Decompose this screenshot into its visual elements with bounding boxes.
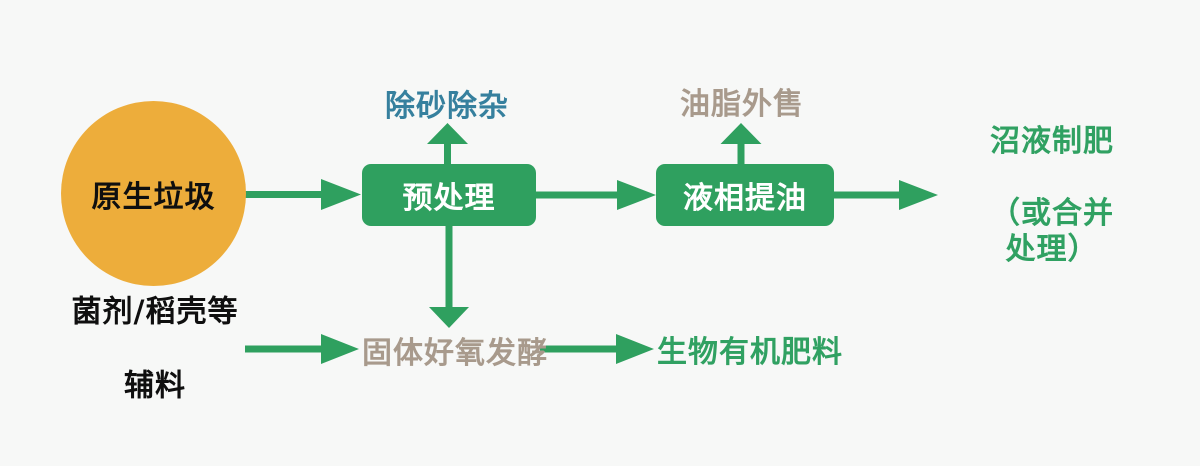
arrow-oil-extraction-to-biogas-fertilizer [834,180,938,210]
label-grease-external-sale: 油脂外售 [680,87,804,122]
arrow-oil-extraction-to-grease-sale [720,123,762,165]
label-auxiliary-materials: 菌剂/稻壳等 辅料 [72,257,239,442]
arrow-solid-fermentation-to-bio-fertilizer [540,334,654,364]
label-biogas-slurry-fertilizer: 沼液制肥 （或合并处理） [978,88,1126,304]
arrow-auxiliary-to-solid-fermentation [245,334,359,364]
label-auxiliary-materials-line1: 菌剂/稻壳等 [71,294,239,330]
node-liquid-oil-extraction: 液相提油 [656,164,834,226]
arrow-raw-waste-to-pretreatment [245,179,361,210]
node-pretreatment-label: 预处理 [402,181,496,216]
label-biogas-slurry-fertilizer-line1: 沼液制肥 [990,124,1114,159]
node-liquid-oil-extraction-label: 液相提油 [683,181,807,216]
label-auxiliary-materials-line2: 辅料 [124,368,186,404]
arrow-pretreatment-to-oil-extraction [536,180,656,210]
node-raw-waste-label: 原生垃圾 [91,179,216,215]
label-sand-impurity-removal: 除砂除杂 [385,89,509,124]
label-biogas-slurry-fertilizer-line2: （或合并处理） [990,196,1114,267]
node-pretreatment: 预处理 [362,164,536,226]
arrow-pretreatment-to-sand-removal [427,123,468,165]
label-bio-organic-fertilizer: 生物有机肥料 [657,335,843,370]
label-solid-aerobic-fermentation: 固体好氧发酵 [362,336,548,371]
arrow-pretreatment-to-solid-fermentation [429,226,469,328]
node-raw-waste: 原生垃圾 [61,101,246,286]
